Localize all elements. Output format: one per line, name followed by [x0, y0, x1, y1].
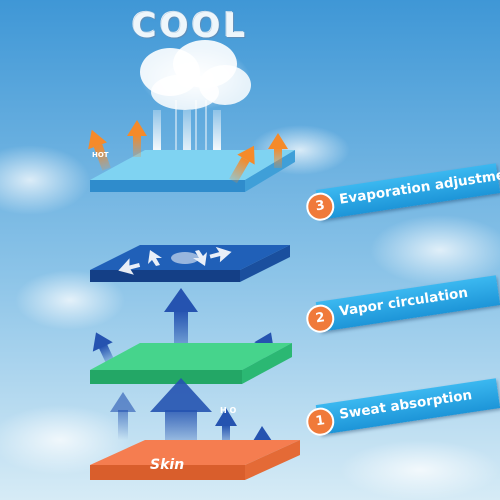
background-clouds: [0, 125, 500, 500]
skin-label: Skin: [150, 457, 184, 473]
up-arrow-icon: [127, 120, 147, 157]
cloud-icon: [140, 40, 251, 110]
cool-title: COOL: [131, 6, 249, 46]
skin-layer: Skin: [90, 440, 300, 480]
airflow-icon: [118, 246, 232, 275]
hot-label: HOT: [92, 151, 109, 159]
up-arrow-icon: [215, 408, 237, 450]
vapor-mesh-layer: [90, 245, 290, 282]
up-arrow-icon: [229, 145, 255, 184]
up-arrow-icon: [110, 392, 136, 440]
up-arrow-icon: [268, 133, 288, 168]
h2o-label: H O: [220, 406, 236, 415]
hot-air-arrows: HOT: [88, 120, 288, 184]
absorption-layer: [90, 343, 292, 384]
up-arrow-icon: [88, 129, 111, 171]
